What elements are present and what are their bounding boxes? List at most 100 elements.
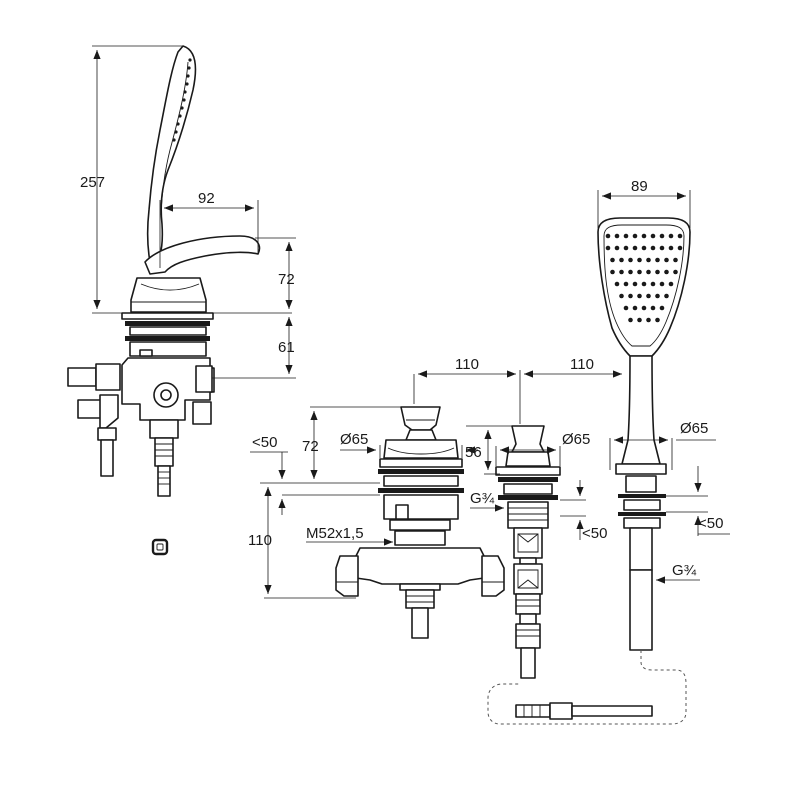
nozzle-dot <box>637 257 642 263</box>
nozzle-dot <box>610 269 615 275</box>
left-hose-nut-1 <box>97 427 117 441</box>
left-outlet-nut-right <box>195 365 213 393</box>
mixer-shank-1 <box>383 475 459 487</box>
nozzle-dot <box>659 281 665 287</box>
nozzle-dot <box>664 269 669 275</box>
diverter-base <box>505 451 551 467</box>
nozzle-dot <box>614 233 620 239</box>
nozzle-dot <box>623 245 629 251</box>
diverter-assembly <box>495 425 561 679</box>
left-rosette <box>121 312 214 320</box>
nozzle-dot <box>664 257 669 263</box>
nozzle-dot <box>628 293 633 299</box>
diverter-ring-1 <box>498 477 558 482</box>
dim-diverter-spacing: 110 <box>570 356 594 373</box>
nozzle-dot <box>659 305 665 311</box>
nozzle-dot <box>668 233 674 239</box>
nozzle-dot <box>650 281 656 287</box>
nozzle-dot <box>628 269 633 275</box>
nozzle-dot <box>655 293 660 299</box>
hand-shower-ring-2 <box>618 512 666 516</box>
left-seal-washer <box>151 538 169 556</box>
nozzle-dot <box>650 245 656 251</box>
dim-mixer-handle-height: 72 <box>302 438 319 455</box>
hand-shower-nut <box>623 517 661 529</box>
hand-shower-rosette <box>615 463 667 475</box>
hand-shower-holder <box>625 475 657 493</box>
mixer-shank-tab <box>395 504 409 520</box>
left-shower-ridge <box>160 61 189 216</box>
dim-mixer-body: 110 <box>248 532 272 549</box>
diverter-hex-1-face <box>517 533 539 553</box>
nozzle-dot <box>641 281 647 287</box>
nozzle-dot <box>619 269 624 275</box>
diverter-dimensions: 110 56 Ø65 G¾ <50 <box>465 356 622 542</box>
hand-shower-face-rim <box>603 224 685 347</box>
mixer-cartridge-curve <box>387 447 455 455</box>
left-cartridge-top <box>130 277 207 313</box>
nozzle-dot <box>637 293 642 299</box>
dim-mixer-rosette: Ø65 <box>340 431 368 448</box>
nozzle-dot <box>641 305 647 311</box>
left-shank-1 <box>129 326 207 336</box>
diverter-outlet-fit <box>519 613 537 625</box>
nozzle-dot <box>632 281 638 287</box>
dim-diverter-deck: <50 <box>582 525 607 542</box>
dim-left-reach: 92 <box>198 190 215 207</box>
nozzle-dot <box>659 245 665 251</box>
nozzle-dot <box>664 293 669 299</box>
nozzle-dot <box>677 233 683 239</box>
nozzle-dot <box>614 281 620 287</box>
dim-mixer-thread: M52x1,5 <box>306 525 364 542</box>
mixer-handle <box>400 406 441 431</box>
left-cartridge-curve <box>140 283 200 291</box>
nozzle-dot <box>632 233 638 239</box>
diverter-outlet-nut <box>515 593 541 615</box>
diverter-neck <box>519 557 537 565</box>
mixer-outlet-nut <box>405 589 435 609</box>
nozzle-dot <box>650 233 656 239</box>
diverter-ring-2 <box>498 495 558 500</box>
left-hose-1 <box>100 439 114 477</box>
mixer-shank-2 <box>383 494 459 520</box>
nozzle-dot <box>637 269 642 275</box>
left-elbow <box>99 394 119 429</box>
left-valve-hub <box>160 389 172 401</box>
dim-shower-width: 89 <box>631 178 648 195</box>
left-hose-nut-2 <box>149 419 179 439</box>
mixer-deck-ring-2 <box>378 488 464 493</box>
left-deck-ring-1 <box>125 321 210 326</box>
nozzle-dot <box>646 317 651 323</box>
dim-diverter-connection: G¾ <box>470 490 495 507</box>
mixer-inlet-left <box>335 555 359 597</box>
left-hose-2 <box>157 465 171 497</box>
nozzle-dot <box>619 257 624 263</box>
nozzle-dot <box>646 293 651 299</box>
hand-shower-ring-1 <box>618 494 666 498</box>
nozzle-dot <box>610 257 615 263</box>
nozzle-dot <box>641 245 647 251</box>
left-hose-fitting-2 <box>154 437 174 467</box>
dim-mixer-spacing: 110 <box>455 356 479 373</box>
nozzle-dot <box>623 281 629 287</box>
dim-shower-deck: <50 <box>698 515 723 532</box>
left-shank-tab <box>139 349 153 357</box>
nozzle-dot <box>673 269 678 275</box>
mixer-nut <box>389 519 451 531</box>
nozzle-dot <box>619 293 624 299</box>
hand-shower-nozzles <box>605 233 683 323</box>
hose-end-pipe <box>571 705 653 717</box>
nozzle-dot <box>668 281 674 287</box>
nozzle-dot <box>632 245 638 251</box>
diverter-rosette <box>495 466 561 476</box>
diverter-hex-2-face <box>517 569 539 589</box>
nozzle-dot <box>623 233 629 239</box>
mixer-cartridge-cap <box>405 429 437 441</box>
mixer-assembly <box>335 406 505 639</box>
dim-shower-rosette: Ø65 <box>680 420 708 437</box>
mixer-cartridge <box>383 439 459 459</box>
mixer-thread-sleeve <box>394 530 446 546</box>
left-outlet-nut-right-2 <box>192 401 212 425</box>
hand-shower-head <box>597 217 691 357</box>
